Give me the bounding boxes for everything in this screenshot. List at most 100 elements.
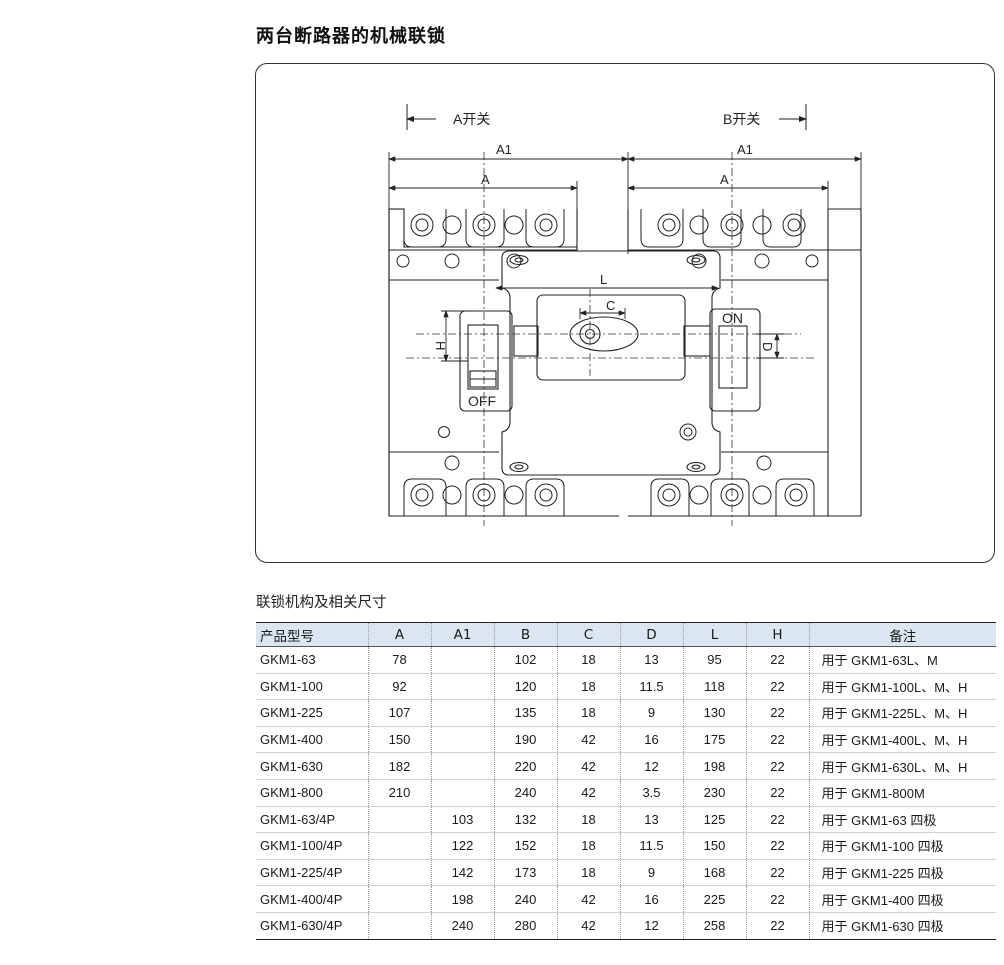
table-cell <box>430 673 494 701</box>
header-model: 产品型号 <box>256 622 368 647</box>
table-cell: 220 <box>493 752 557 780</box>
table-cell: 18 <box>556 806 620 834</box>
table-cell: 198 <box>430 885 494 913</box>
table-cell: 用于 GKM1-63 四极 <box>808 806 996 834</box>
table-cell: 135 <box>493 699 557 727</box>
table-cell: 92 <box>367 673 431 701</box>
table-cell: 12 <box>619 752 683 780</box>
label-c: C <box>606 298 615 313</box>
label-off: OFF <box>468 393 496 409</box>
table-cell: 18 <box>556 646 620 674</box>
header-h: H <box>745 622 809 647</box>
label-d: D <box>760 342 775 351</box>
label-a1-right: A1 <box>737 142 753 157</box>
table-cell: 用于 GKM1-400L、M、H <box>808 726 996 754</box>
table-cell: 280 <box>493 912 557 940</box>
table-cell: 240 <box>430 912 494 940</box>
label-l: L <box>600 272 607 287</box>
table-cell: GKM1-400/4P <box>256 885 368 913</box>
table-cell: 230 <box>682 779 746 807</box>
table-cell: 103 <box>430 806 494 834</box>
table-cell <box>430 646 494 674</box>
table-cell: 用于 GKM1-630 四极 <box>808 912 996 940</box>
label-on: ON <box>722 310 743 326</box>
table-cell: 22 <box>745 912 809 940</box>
header-b: B <box>493 622 557 647</box>
table-cell: GKM1-225 <box>256 699 368 727</box>
table-cell: 132 <box>493 806 557 834</box>
table-cell: 210 <box>367 779 431 807</box>
table-cell: GKM1-630/4P <box>256 912 368 940</box>
header-a1: A1 <box>430 622 494 647</box>
table-cell: 18 <box>556 832 620 860</box>
table-cell: 22 <box>745 779 809 807</box>
label-a1-left: A1 <box>496 142 512 157</box>
table-cell: 258 <box>682 912 746 940</box>
table-cell: 22 <box>745 859 809 887</box>
header-note: 备注 <box>808 622 996 647</box>
table-cell: 16 <box>619 885 683 913</box>
detail-dimensions <box>441 285 784 362</box>
table-cell: 18 <box>556 699 620 727</box>
table-cell: 用于 GKM1-630L、M、H <box>808 752 996 780</box>
table-cell: 11.5 <box>619 832 683 860</box>
header-l: L <box>682 622 746 647</box>
table-cell: 190 <box>493 726 557 754</box>
label-a-right: A <box>720 172 729 187</box>
table-caption: 联锁机构及相关尺寸 <box>256 595 387 611</box>
label-b-switch: B开关 <box>723 111 760 127</box>
header-a: A <box>367 622 431 647</box>
table-cell <box>430 779 494 807</box>
table-cell: 240 <box>493 885 557 913</box>
table-header-row: 产品型号 A A1 B C D L H 备注 <box>256 622 996 647</box>
interlock-drawing-panel: A开关 B开关 A1 A1 A A <box>255 63 995 563</box>
table-cell: 用于 GKM1-100 四极 <box>808 832 996 860</box>
table-cell: 122 <box>430 832 494 860</box>
table-cell: 168 <box>682 859 746 887</box>
bottom-terminals <box>403 423 815 516</box>
table-cell: 13 <box>619 646 683 674</box>
table-cell: 142 <box>430 859 494 887</box>
table-cell: 42 <box>556 726 620 754</box>
table-cell: 3.5 <box>619 779 683 807</box>
header-c: C <box>556 622 620 647</box>
table-cell <box>367 912 431 940</box>
table-cell: 用于 GKM1-225 四极 <box>808 859 996 887</box>
table-cell: 95 <box>682 646 746 674</box>
table-cell: 11.5 <box>619 673 683 701</box>
table-cell: 42 <box>556 779 620 807</box>
table-cell <box>367 832 431 860</box>
table-cell: 118 <box>682 673 746 701</box>
table-cell <box>430 726 494 754</box>
switch-label-arrows <box>406 104 807 130</box>
table-cell: 用于 GKM1-225L、M、H <box>808 699 996 727</box>
dimension-lines <box>388 152 862 254</box>
table-cell: 42 <box>556 912 620 940</box>
table-cell: GKM1-225/4P <box>256 859 368 887</box>
label-h: H <box>433 341 448 350</box>
table-cell: GKM1-63 <box>256 646 368 674</box>
table-cell: 120 <box>493 673 557 701</box>
table-cell: 22 <box>745 832 809 860</box>
table-cell <box>367 806 431 834</box>
table-cell: GKM1-100/4P <box>256 832 368 860</box>
table-cell: 9 <box>619 699 683 727</box>
table-cell: 125 <box>682 806 746 834</box>
table-cell: 240 <box>493 779 557 807</box>
table-cell: 182 <box>367 752 431 780</box>
header-d: D <box>619 622 683 647</box>
top-terminals <box>396 209 819 269</box>
table-cell: 13 <box>619 806 683 834</box>
label-a-left: A <box>481 172 490 187</box>
table-cell: 225 <box>682 885 746 913</box>
